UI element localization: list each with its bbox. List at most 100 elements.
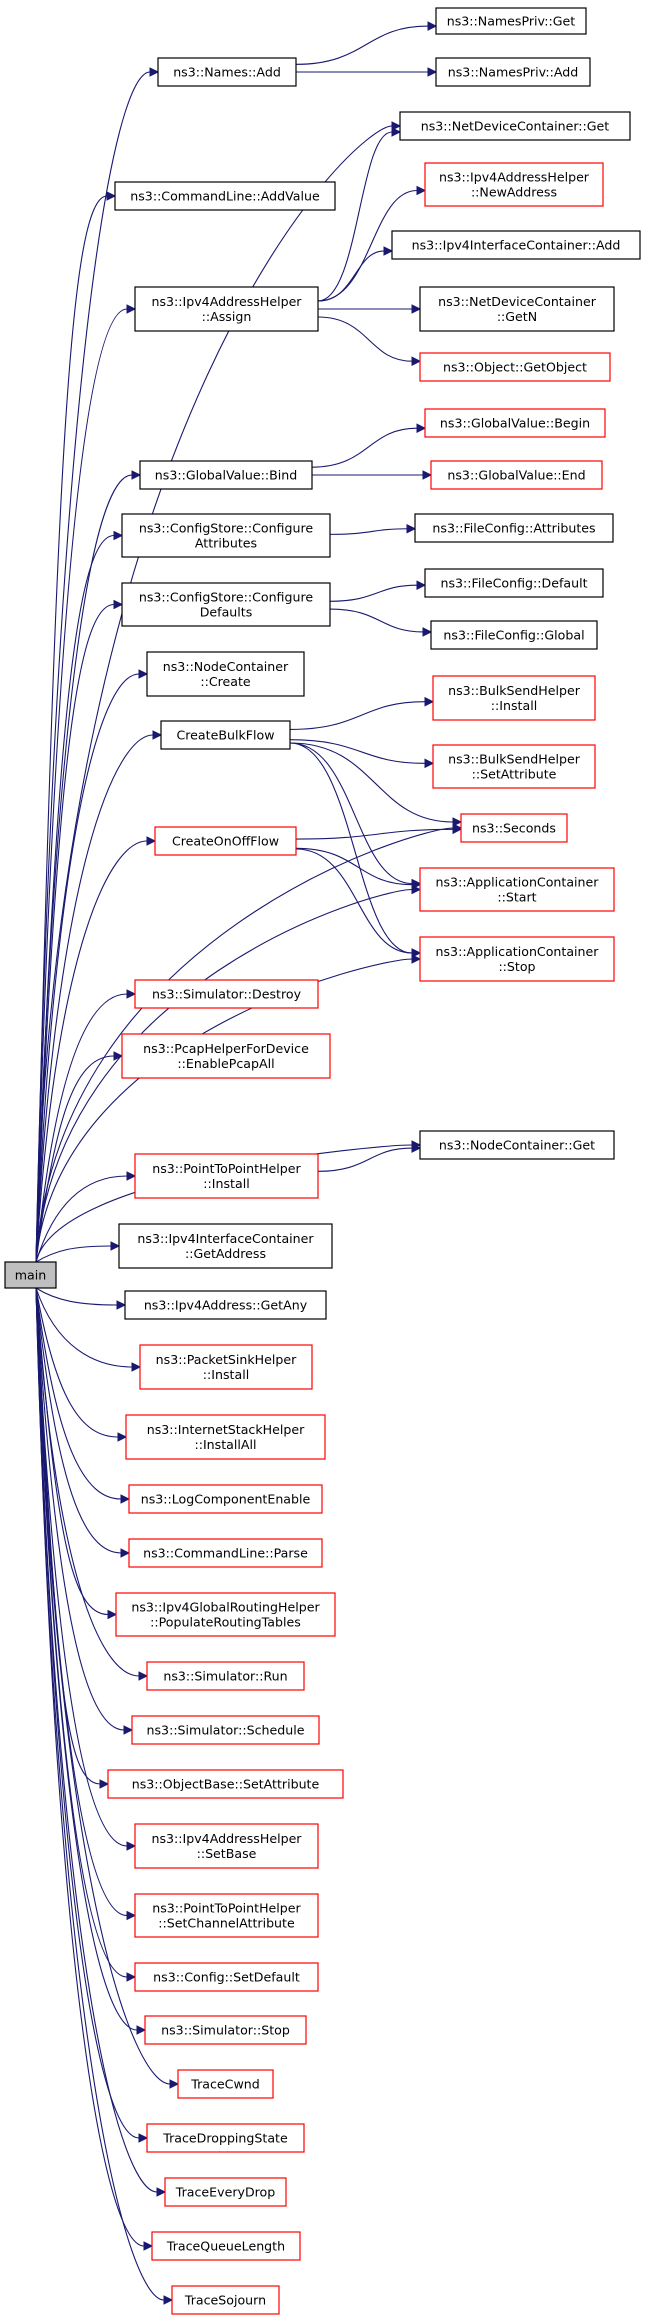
node-ob-setattr[interactable]: ns3::ObjectBase::SetAttribute (107, 1769, 344, 1799)
node-fc-global[interactable]: ns3::FileConfig::Global (430, 620, 598, 650)
node-object-getobject[interactable]: ns3::Object::GetObject (419, 352, 611, 382)
node-box (424, 568, 604, 598)
node-fc-attributes[interactable]: ns3::FileConfig::Attributes (414, 513, 614, 543)
node-seconds[interactable]: ns3::Seconds (460, 813, 568, 843)
node-ipv4addr-newaddress[interactable]: ns3::Ipv4AddressHelper::NewAddress (424, 162, 604, 207)
edge-ipv4addr-assign-to-netdev-getn (318, 304, 422, 314)
node-ipv4-getany[interactable]: ns3::Ipv4Address::GetAny (124, 1290, 327, 1320)
edge-ipv4addr-assign-to-netdev-get (317, 127, 402, 302)
node-config-setdefault[interactable]: ns3::Config::SetDefault (134, 1962, 319, 1992)
edge-create-onoff-to-seconds (295, 824, 463, 840)
edge-main-to-ac-stop (35, 954, 422, 1263)
node-cmdline-addvalue[interactable]: ns3::CommandLine::AddValue (114, 181, 336, 211)
node-sink-install[interactable]: ns3::PacketSinkHelper::Install (139, 1344, 313, 1390)
node-gv-end[interactable]: ns3::GlobalValue::End (430, 460, 603, 490)
node-netdev-get[interactable]: ns3::NetDeviceContainer::Get (399, 111, 631, 141)
node-log-enable[interactable]: ns3::LogComponentEnable (128, 1484, 323, 1514)
node-label: ::Install (203, 1367, 249, 1382)
node-nc-create[interactable]: ns3::NodeContainer::Create (146, 651, 305, 697)
node-label: ::SetAttribute (472, 767, 557, 782)
node-p2p-setchan[interactable]: ns3::PointToPointHelper::SetChannelAttri… (134, 1893, 319, 1938)
edge-main-to-cs-confattr (35, 530, 124, 1263)
node-label: TraceSojourn (184, 2293, 266, 2308)
node-sim-stop[interactable]: ns3::Simulator::Stop (144, 2015, 307, 2045)
node-ac-start[interactable]: ns3::ApplicationContainer::Start (419, 867, 615, 912)
node-label: ::SetBase (197, 1846, 257, 1861)
node-label: ns3::PcapHelperForDevice (143, 1041, 309, 1056)
node-box (134, 1153, 319, 1199)
edge-main-to-sim-destroy (35, 989, 137, 1263)
edge-main-to-create-onoff (35, 836, 157, 1263)
node-create-onoff[interactable]: CreateOnOffFlow (154, 826, 297, 856)
edge-main-to-ipv4if-getaddr (35, 1241, 121, 1263)
node-box (124, 1290, 327, 1320)
node-box (430, 620, 598, 650)
node-p2p-install[interactable]: ns3::PointToPointHelper::Install (134, 1153, 319, 1199)
node-box (154, 826, 297, 856)
node-gv-bind[interactable]: ns3::GlobalValue::Bind (139, 460, 313, 490)
node-box (134, 1962, 319, 1992)
node-ipv4gr-populate[interactable]: ns3::Ipv4GlobalRoutingHelper::PopulateRo… (115, 1592, 336, 1637)
node-box (419, 936, 615, 982)
node-namespriv-add[interactable]: ns3::NamesPriv::Add (435, 57, 591, 87)
node-gv-begin[interactable]: ns3::GlobalValue::Begin (424, 408, 606, 438)
node-fc-default[interactable]: ns3::FileConfig::Default (424, 568, 604, 598)
node-trace-dropping[interactable]: TraceDroppingState (146, 2123, 305, 2153)
node-trace-queuelen[interactable]: TraceQueueLength (151, 2231, 301, 2261)
node-box (118, 1223, 333, 1269)
edge-main-to-trace-everydrop (35, 1287, 167, 2197)
node-label: ns3::NamesPriv::Get (447, 14, 576, 29)
node-label: TraceEveryDrop (175, 2185, 276, 2200)
node-bulk-setattr[interactable]: ns3::BulkSendHelper::SetAttribute (432, 744, 596, 789)
edge-gv-bind-to-gv-begin (311, 423, 427, 468)
node-box (435, 57, 591, 87)
node-label: ::GetN (497, 309, 537, 324)
node-label: ::Start (497, 890, 536, 905)
node-label: ns3::Ipv4AddressHelper (151, 294, 302, 309)
node-ipv4if-add[interactable]: ns3::Ipv4InterfaceContainer::Add (391, 230, 641, 260)
node-netdev-getn[interactable]: ns3::NetDeviceContainer::GetN (419, 286, 615, 332)
node-label: ns3::NodeContainer (163, 659, 289, 674)
edge-main-to-sim-run (35, 1287, 149, 1681)
node-nc-get[interactable]: ns3::NodeContainer::Get (419, 1130, 615, 1160)
call-nodes: mainns3::Names::Addns3::NamesPriv::Getns… (4, 7, 641, 2315)
node-cmdline-parse[interactable]: ns3::CommandLine::Parse (128, 1538, 323, 1568)
node-inet-installall[interactable]: ns3::InternetStackHelper::InstallAll (125, 1414, 326, 1460)
node-label: ns3::Ipv4AddressHelper (151, 1831, 302, 1846)
node-box (419, 352, 611, 382)
edge-cs-confdef-to-fc-default (329, 580, 427, 602)
node-label: ns3::Ipv4InterfaceContainer (137, 1231, 314, 1246)
node-label: ns3::ApplicationContainer (436, 875, 600, 890)
node-sim-run[interactable]: ns3::Simulator::Run (146, 1661, 305, 1691)
node-sim-schedule[interactable]: ns3::Simulator::Schedule (131, 1715, 320, 1745)
node-bulk-install[interactable]: ns3::BulkSendHelper::Install (432, 675, 596, 721)
edge-main-to-create-bulk (35, 730, 163, 1263)
node-ipv4addr-assign[interactable]: ns3::Ipv4AddressHelper::Assign (134, 286, 319, 332)
node-pcap-enableall[interactable]: ns3::PcapHelperForDevice::EnablePcapAll (121, 1033, 331, 1079)
node-ac-stop[interactable]: ns3::ApplicationContainer::Stop (419, 936, 615, 982)
node-box (399, 111, 631, 141)
node-box (171, 2285, 280, 2315)
node-label: ns3::NetDeviceContainer (438, 294, 597, 309)
node-ipv4if-getaddr[interactable]: ns3::Ipv4InterfaceContainer::GetAddress (118, 1223, 333, 1269)
edge-main-to-log-enable (35, 1287, 131, 1504)
node-label: ns3::ObjectBase::SetAttribute (132, 1777, 320, 1792)
node-ipv4addr-setbase[interactable]: ns3::Ipv4AddressHelper::SetBase (134, 1823, 319, 1869)
node-label: ns3::BulkSendHelper (448, 683, 581, 698)
node-trace-sojourn[interactable]: TraceSojourn (171, 2285, 280, 2315)
edge-main-to-ob-setattr (35, 1287, 110, 1789)
node-names-add[interactable]: ns3::Names::Add (157, 57, 297, 87)
node-create-bulk[interactable]: CreateBulkFlow (160, 720, 291, 750)
node-namespriv-get[interactable]: ns3::NamesPriv::Get (435, 7, 587, 35)
node-box (391, 230, 641, 260)
node-box (157, 57, 297, 87)
node-sim-destroy[interactable]: ns3::Simulator::Destroy (134, 979, 319, 1009)
node-label: TraceCwnd (190, 2077, 259, 2092)
node-trace-cwnd[interactable]: TraceCwnd (177, 2069, 274, 2099)
node-label: ns3::FileConfig::Default (440, 576, 587, 591)
node-box (419, 867, 615, 912)
node-trace-everydrop[interactable]: TraceEveryDrop (164, 2177, 287, 2207)
